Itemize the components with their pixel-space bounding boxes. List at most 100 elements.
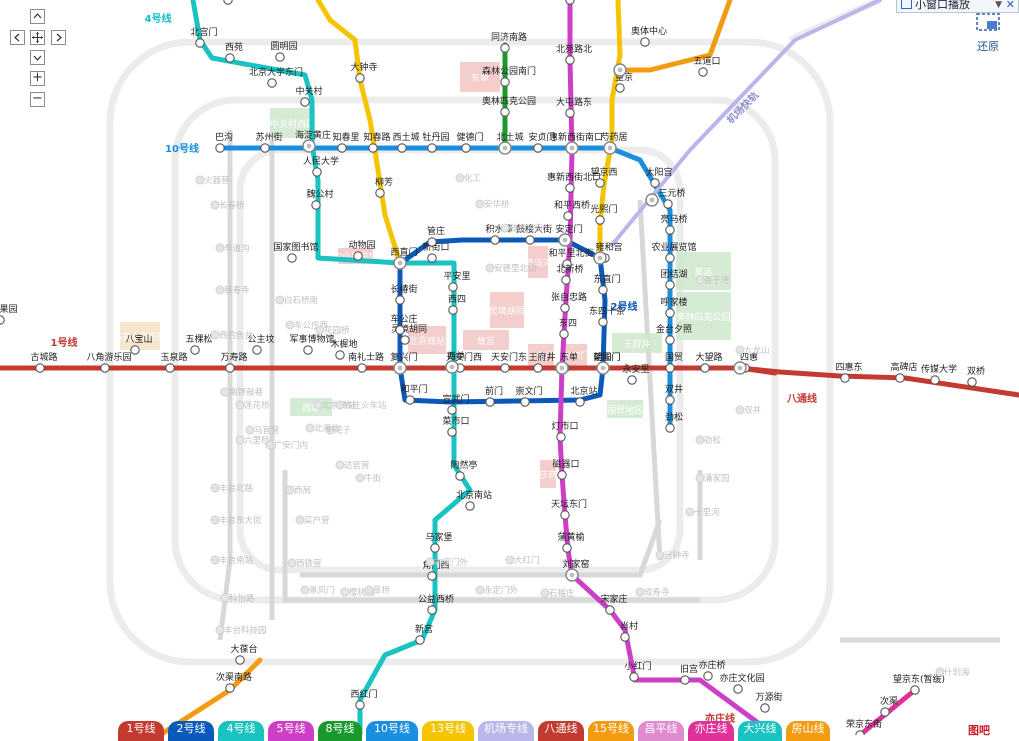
station-label[interactable]: 魏公村 bbox=[306, 188, 333, 200]
station-marker[interactable] bbox=[275, 52, 285, 62]
station-label[interactable]: 大屯路东 bbox=[556, 96, 592, 108]
station-marker[interactable] bbox=[303, 345, 313, 355]
station-label[interactable]: 大望路 bbox=[695, 351, 722, 363]
station-label[interactable]: 宋家庄 bbox=[600, 593, 627, 605]
station-label[interactable]: 刘家窑 bbox=[562, 558, 589, 570]
station-marker[interactable] bbox=[562, 543, 572, 553]
station-label[interactable]: 牡丹园 bbox=[422, 131, 449, 143]
station-label[interactable]: 建国门 bbox=[593, 351, 620, 363]
station-label[interactable]: 长椿街 bbox=[390, 283, 417, 295]
station-label[interactable]: 木樨地 bbox=[330, 338, 357, 350]
station-marker[interactable] bbox=[598, 285, 608, 295]
station-marker[interactable] bbox=[665, 423, 675, 433]
station-label[interactable]: 柳芳 bbox=[375, 176, 393, 188]
station-marker[interactable] bbox=[562, 259, 572, 269]
station-marker[interactable] bbox=[500, 77, 510, 87]
station-marker[interactable] bbox=[427, 605, 437, 615]
station-marker[interactable] bbox=[620, 632, 630, 642]
station-marker[interactable] bbox=[565, 55, 575, 65]
restore-button[interactable]: 还原 bbox=[968, 12, 1008, 53]
station-marker[interactable] bbox=[405, 395, 415, 405]
legend-item[interactable]: 10号线 bbox=[366, 721, 418, 741]
station-marker[interactable] bbox=[557, 470, 567, 480]
station-label[interactable]: 军事博物馆 bbox=[289, 333, 334, 345]
station-label[interactable]: 西红门 bbox=[350, 688, 377, 700]
station-marker[interactable] bbox=[760, 703, 770, 713]
legend-item[interactable]: 房山线 bbox=[786, 721, 830, 741]
station-label[interactable]: 东四 bbox=[559, 317, 577, 329]
legend-item[interactable]: 机场专线 bbox=[478, 721, 534, 741]
station-label[interactable]: 宣武门 bbox=[442, 393, 469, 405]
station-marker[interactable] bbox=[287, 253, 297, 263]
metro-line-line10[interactable] bbox=[217, 145, 673, 433]
station-label[interactable]: 北苑路北 bbox=[556, 43, 592, 55]
station-marker[interactable] bbox=[225, 53, 235, 63]
station-label[interactable]: 次渠南路 bbox=[216, 671, 252, 683]
station-marker[interactable] bbox=[595, 178, 605, 188]
legend-item[interactable]: 15号线 bbox=[588, 721, 634, 741]
small-window-bar[interactable]: 小窗口播放 ▼ ✕ bbox=[896, 0, 1019, 13]
station-label[interactable]: 人民大学 bbox=[303, 155, 339, 167]
station-label[interactable]: 西单 bbox=[447, 350, 465, 362]
station-marker[interactable] bbox=[703, 671, 713, 681]
station-label[interactable]: 农业展览馆 bbox=[651, 241, 696, 253]
station-label[interactable]: 马家堡 bbox=[425, 531, 452, 543]
station-label[interactable]: 五道口 bbox=[693, 55, 720, 67]
station-marker[interactable] bbox=[615, 83, 625, 93]
station-label[interactable]: 东四十条 bbox=[589, 305, 625, 317]
station-label[interactable]: 和平里北街 bbox=[548, 247, 593, 259]
station-marker[interactable] bbox=[427, 253, 437, 263]
station-marker[interactable] bbox=[400, 335, 410, 345]
station-label[interactable]: 苏州街 bbox=[255, 131, 282, 143]
station-marker[interactable] bbox=[100, 363, 110, 373]
station-label[interactable]: 西土城 bbox=[392, 131, 419, 143]
legend-item[interactable]: 1号线 bbox=[118, 721, 164, 741]
station-label[interactable]: 巴沟 bbox=[215, 131, 233, 143]
station-marker[interactable] bbox=[663, 199, 673, 209]
station-marker[interactable] bbox=[335, 350, 345, 360]
station-marker[interactable] bbox=[337, 143, 347, 153]
station-label[interactable]: 双井 bbox=[665, 383, 683, 395]
station-marker[interactable] bbox=[427, 143, 437, 153]
station-label[interactable]: 鼓楼大街 bbox=[516, 223, 552, 235]
station-label[interactable]: 北宫门 bbox=[190, 26, 217, 38]
station-marker[interactable] bbox=[311, 200, 321, 210]
station-label[interactable]: 王府井 bbox=[528, 351, 555, 363]
station-marker[interactable] bbox=[700, 363, 710, 373]
station-marker[interactable] bbox=[665, 253, 675, 263]
station-marker[interactable] bbox=[395, 295, 405, 305]
station-label[interactable]: 安贞门 bbox=[528, 131, 555, 143]
station-marker[interactable] bbox=[627, 375, 637, 385]
station-label[interactable]: 四惠 bbox=[740, 351, 758, 363]
station-marker[interactable] bbox=[605, 605, 615, 615]
station-marker[interactable] bbox=[895, 373, 905, 383]
station-label[interactable]: 传媒大学 bbox=[921, 363, 957, 375]
pan-down-button[interactable] bbox=[30, 50, 45, 65]
legend-item[interactable]: 大兴线 bbox=[738, 721, 782, 741]
station-marker[interactable] bbox=[490, 235, 500, 245]
station-label[interactable]: 东单 bbox=[560, 351, 578, 363]
station-label[interactable]: 朝阳门 bbox=[593, 351, 620, 363]
station-marker[interactable] bbox=[300, 97, 310, 107]
station-marker[interactable] bbox=[448, 282, 458, 292]
station-marker[interactable] bbox=[427, 571, 437, 581]
pan-left-button[interactable] bbox=[10, 30, 25, 45]
station-label[interactable]: 公益西桥 bbox=[418, 593, 454, 605]
pan-right-button[interactable] bbox=[51, 30, 66, 45]
station-label[interactable]: 同济南路 bbox=[491, 31, 527, 43]
station-label[interactable]: 灯市口 bbox=[551, 420, 578, 432]
station-marker[interactable] bbox=[195, 38, 205, 48]
station-label[interactable]: 金台夕照 bbox=[656, 323, 692, 335]
station-label[interactable]: 劲松 bbox=[665, 411, 683, 423]
legend-item[interactable]: 5号线 bbox=[268, 721, 314, 741]
station-marker[interactable] bbox=[355, 700, 365, 710]
station-label[interactable]: 北京南站 bbox=[456, 489, 492, 501]
station-label[interactable]: 望京东(暂缓) bbox=[893, 673, 945, 685]
station-label[interactable]: 呼家楼 bbox=[660, 296, 687, 308]
station-marker[interactable] bbox=[130, 345, 140, 355]
station-label[interactable]: 万寿路 bbox=[220, 351, 247, 363]
station-marker[interactable] bbox=[560, 303, 570, 313]
station-marker[interactable] bbox=[563, 211, 573, 221]
station-marker[interactable] bbox=[455, 471, 465, 481]
station-label[interactable]: 北京站 bbox=[570, 385, 597, 397]
